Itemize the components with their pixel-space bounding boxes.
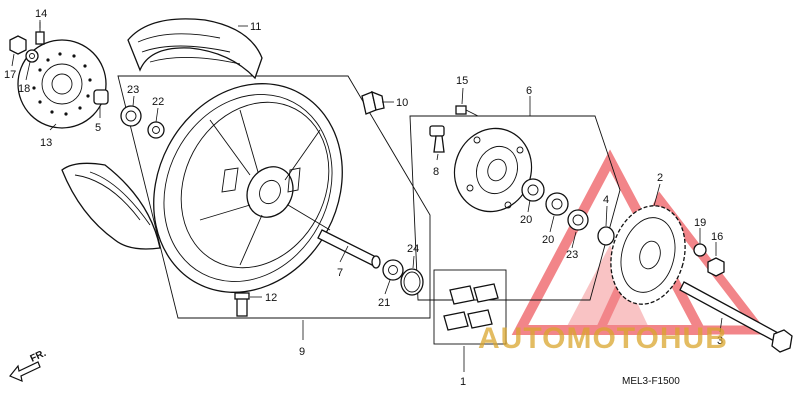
- oring-part-24: [400, 268, 424, 296]
- label-8: 8: [433, 166, 439, 178]
- label-24: 24: [407, 243, 419, 255]
- wheel-assembly-frame: [117, 75, 431, 319]
- label-4: 4: [603, 194, 609, 206]
- label-13: 13: [40, 137, 52, 149]
- label-6: 6: [526, 85, 532, 97]
- valve-part-12: [234, 292, 250, 317]
- nut-part-16: [707, 257, 725, 277]
- label-15: 15: [456, 75, 468, 87]
- part-labels: 11 14 17 18 13 5 23 22 10 15 6 8 7 21 24…: [4, 8, 723, 388]
- front-label: FR.: [29, 348, 48, 365]
- nut-part-17: [9, 35, 27, 55]
- label-10: 10: [396, 97, 408, 109]
- axle-part-3: [679, 281, 793, 353]
- leader-lines: [11, 20, 723, 372]
- front-arrow-icon: [9, 361, 41, 382]
- collar-part-4: [597, 226, 615, 246]
- label-5: 5: [95, 122, 101, 134]
- bearing-part-20-lower: [545, 192, 569, 216]
- damper-rubbers-part-1: [433, 269, 507, 345]
- bearing-part-20-upper: [521, 178, 545, 202]
- label-20-lower: 20: [542, 234, 554, 246]
- label-22: 22: [152, 96, 164, 108]
- tire-part-11: [127, 18, 263, 80]
- axle-spacer-part-7: [317, 229, 381, 269]
- label-9: 9: [299, 346, 305, 358]
- label-1: 1: [460, 376, 466, 388]
- bearing-part-23-left: [120, 105, 142, 127]
- bearing-part-22: [147, 121, 165, 139]
- label-17: 17: [4, 69, 16, 81]
- stud-part-8: [429, 125, 445, 153]
- label-16: 16: [711, 231, 723, 243]
- label-14: 14: [35, 8, 47, 20]
- label-18: 18: [18, 83, 30, 95]
- clip-part-10: [361, 90, 385, 115]
- label-11: 11: [250, 21, 261, 33]
- label-20-upper: 20: [520, 214, 532, 226]
- brake-disc-part-13: [17, 39, 107, 129]
- label-23-right: 23: [566, 249, 578, 261]
- sprocket-part-2: [610, 205, 686, 305]
- label-23-left: 23: [127, 84, 139, 96]
- label-19: 19: [694, 217, 706, 229]
- washer-part-18: [25, 49, 39, 63]
- watermark-text: AUTOMOTOHUB: [478, 322, 728, 355]
- label-21: 21: [378, 297, 390, 309]
- seal-part-23-right: [567, 209, 589, 231]
- label-12: 12: [265, 292, 277, 304]
- diagram-code: MEL3-F1500: [622, 376, 680, 387]
- washer-part-19: [693, 243, 707, 257]
- collar-part-5: [93, 89, 109, 105]
- wheel-rim-part-9: [153, 83, 343, 293]
- label-2: 2: [657, 172, 663, 184]
- hub-flange-part-6: [453, 127, 533, 213]
- label-7: 7: [337, 267, 343, 279]
- tire-lower-segment: [61, 162, 161, 250]
- front-direction-indicator: FR.: [9, 348, 48, 382]
- bolt-part-15: [455, 105, 479, 117]
- label-3: 3: [717, 335, 723, 347]
- bearing-part-21: [382, 259, 404, 281]
